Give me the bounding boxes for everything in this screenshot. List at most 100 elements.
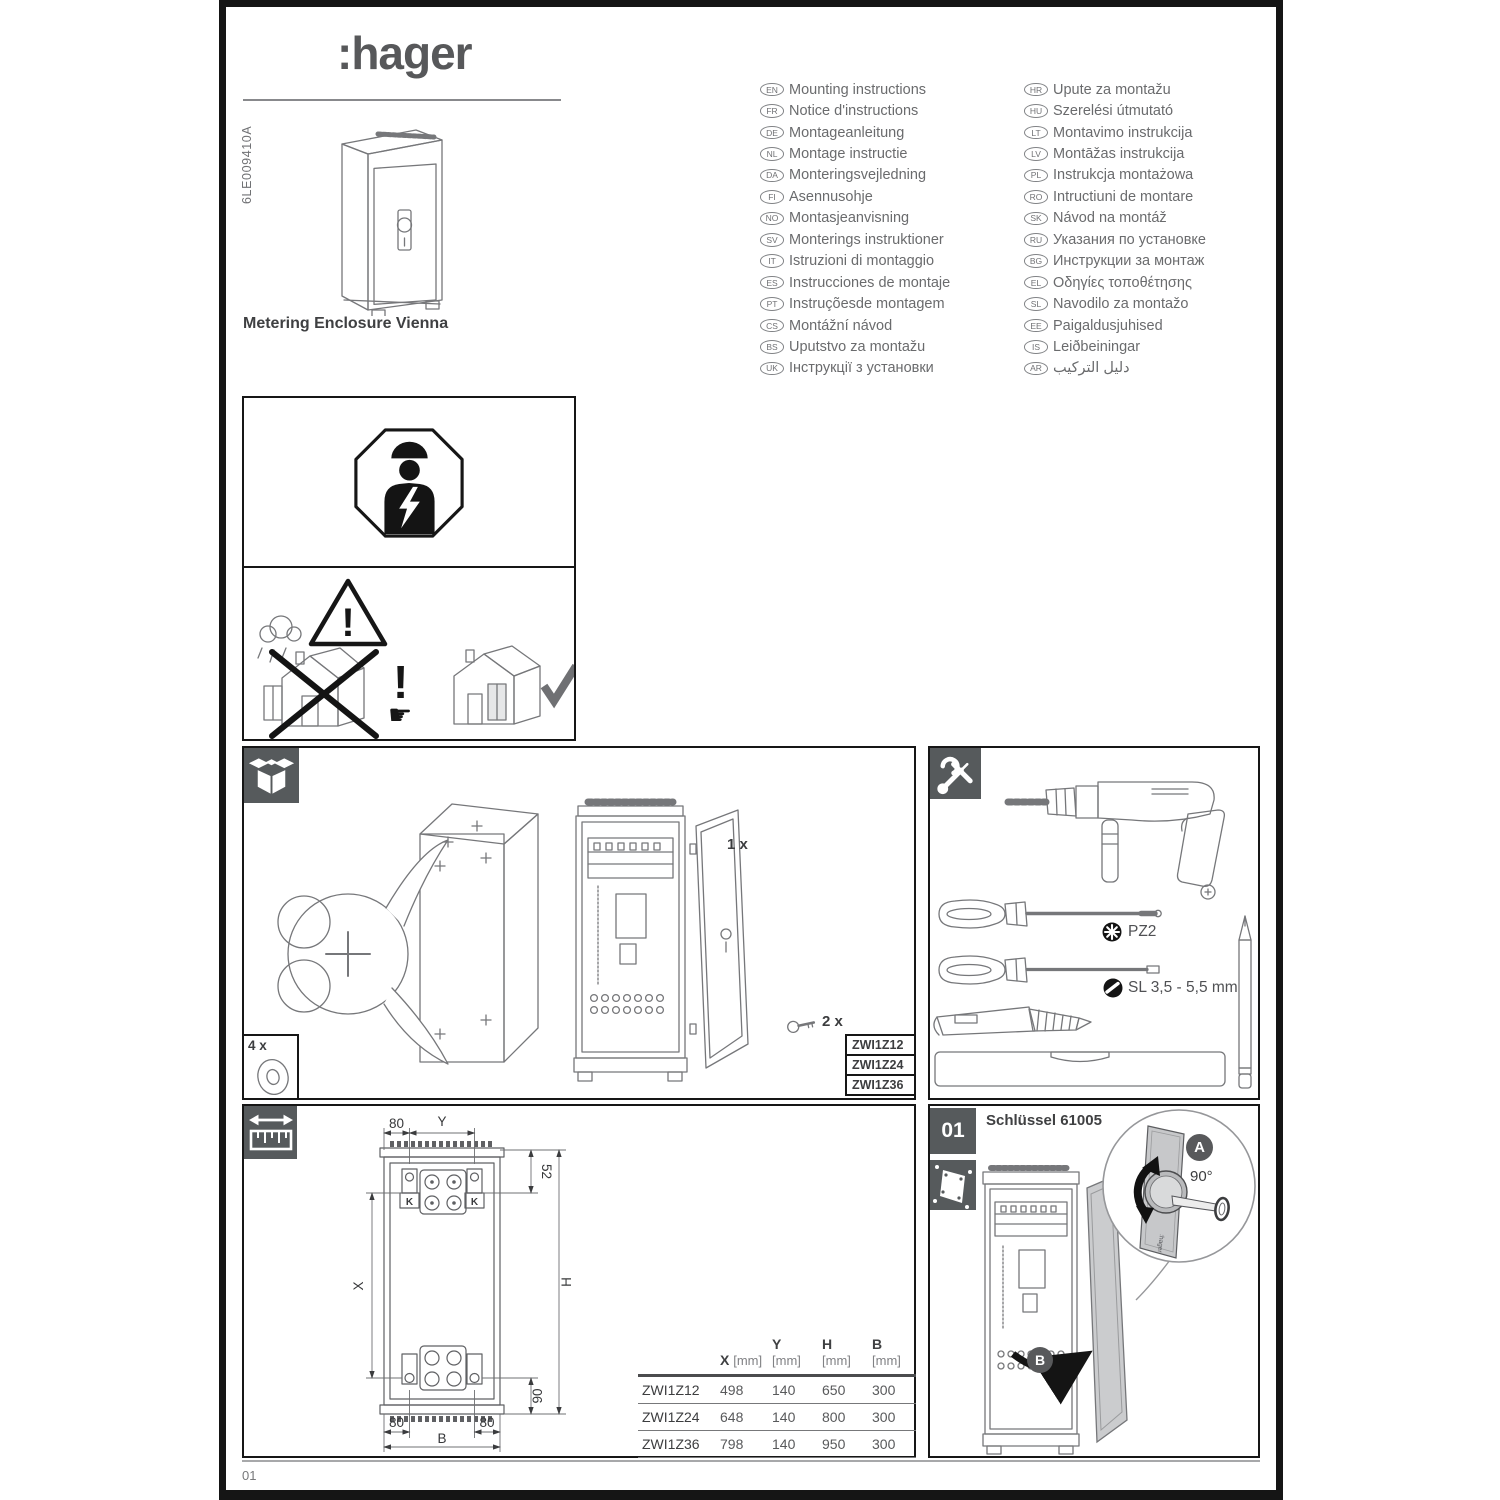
language-code-badge: EL <box>1024 275 1048 290</box>
language-code-badge: ES <box>760 275 784 290</box>
dim-52: 52 <box>539 1164 554 1179</box>
bracket-k-left: K <box>406 1197 414 1208</box>
language-code-badge: FI <box>760 190 784 204</box>
slotted-screwdriver-illustration <box>938 955 1160 985</box>
slotted-label: SL 3,5 - 5,5 mm <box>1128 979 1238 996</box>
dim-90: 90 <box>530 1388 545 1403</box>
table-row: ZWI1Z36 798 140 950 300 <box>638 1431 916 1458</box>
header-divider <box>243 99 561 101</box>
packaging-panel <box>242 746 916 1100</box>
pozidriv-bit-icon <box>1102 922 1122 942</box>
bracket-k-right: K <box>471 1197 479 1208</box>
spirit-level-illustration <box>934 1051 1226 1087</box>
language-code-badge: EN <box>760 82 784 97</box>
col-header-b: B <box>872 1336 883 1352</box>
dim-y: Y <box>437 1114 446 1129</box>
dimensions-panel <box>242 1104 916 1458</box>
open-box-icon <box>248 757 295 794</box>
col-header-h: H <box>822 1336 833 1352</box>
language-code-badge: IS <box>1024 340 1048 354</box>
step-b-badge: B <box>1027 1347 1053 1373</box>
language-code-badge: CS <box>760 318 784 333</box>
product-title: Metering Enclosure Vienna <box>243 315 449 332</box>
pencil-illustration <box>1238 915 1252 1089</box>
enclosure-open-door-illustration <box>573 798 749 1082</box>
electrician-icon <box>354 428 464 538</box>
language-code-badge: IT <box>760 254 784 268</box>
product-cabinet-illustration <box>341 129 443 316</box>
door-plate-icon <box>933 1165 972 1209</box>
footer-divider <box>242 1460 1260 1462</box>
pozidriv-screwdriver-illustration <box>938 899 1162 929</box>
key-count-label: 2 x <box>822 1013 843 1030</box>
key-icon <box>787 1020 816 1034</box>
step-a-badge: A <box>1186 1134 1213 1161</box>
dimensions-icon-square <box>244 1106 297 1159</box>
drill-illustration <box>1004 781 1226 900</box>
washer-icon <box>257 1058 289 1096</box>
language-code-badge: DA <box>760 168 784 183</box>
tools-icon-square <box>930 748 981 799</box>
step01-enclosure-illustration <box>982 1165 1128 1455</box>
hager-logo: :hager <box>337 27 473 79</box>
warning-triangle-mark: ! <box>341 601 354 645</box>
language-code-badge: PL <box>1024 168 1048 183</box>
language-code-badge: LT <box>1024 125 1048 140</box>
dim-b: B <box>437 1431 446 1446</box>
col-header-y: Y <box>772 1336 782 1352</box>
language-code-badge: LV <box>1024 147 1048 161</box>
indoor-use-warning-illustration: ! <box>257 578 574 739</box>
ruler-icon <box>248 1114 293 1150</box>
page-number: 01 <box>242 1468 257 1483</box>
drilling-template-and-carton-illustration <box>277 803 539 1065</box>
table-row: ZWI1Z12 498 140 650 300 <box>638 1376 916 1404</box>
plate-brand-text: :hager <box>1156 1234 1165 1254</box>
model-label-zwi1z24: ZWI1Z24 <box>845 1054 916 1076</box>
language-code-badge: NL <box>760 147 784 161</box>
language-code-badge: HU <box>1024 104 1048 118</box>
language-code-badge: NO <box>760 211 784 226</box>
key-callout-detail: :hager <box>1102 1109 1256 1301</box>
dim-80-bottom-left: 80 <box>389 1415 404 1430</box>
dimension-table-header-row: X [mm] Y [mm] H [mm] B [mm] <box>638 1336 916 1376</box>
language-code-badge: FR <box>760 104 784 118</box>
enclosure-count-label: 1 x <box>727 836 748 853</box>
dim-80-top: 80 <box>389 1116 404 1131</box>
language-code-badge: EE <box>1024 318 1048 333</box>
language-code-badge: RO <box>1024 190 1048 204</box>
dim-h: H <box>559 1277 574 1287</box>
rotation-angle-label: 90° <box>1190 1168 1213 1185</box>
door-icon-square <box>930 1160 976 1210</box>
dimension-table: X [mm] Y [mm] H [mm] B [mm] ZWI1Z12 498 … <box>638 1336 916 1458</box>
language-code-badge: BG <box>1024 254 1048 268</box>
crossed-tools-icon <box>937 756 973 794</box>
step-number-square: 01 <box>930 1108 976 1154</box>
language-code-badge: PT <box>760 297 784 311</box>
